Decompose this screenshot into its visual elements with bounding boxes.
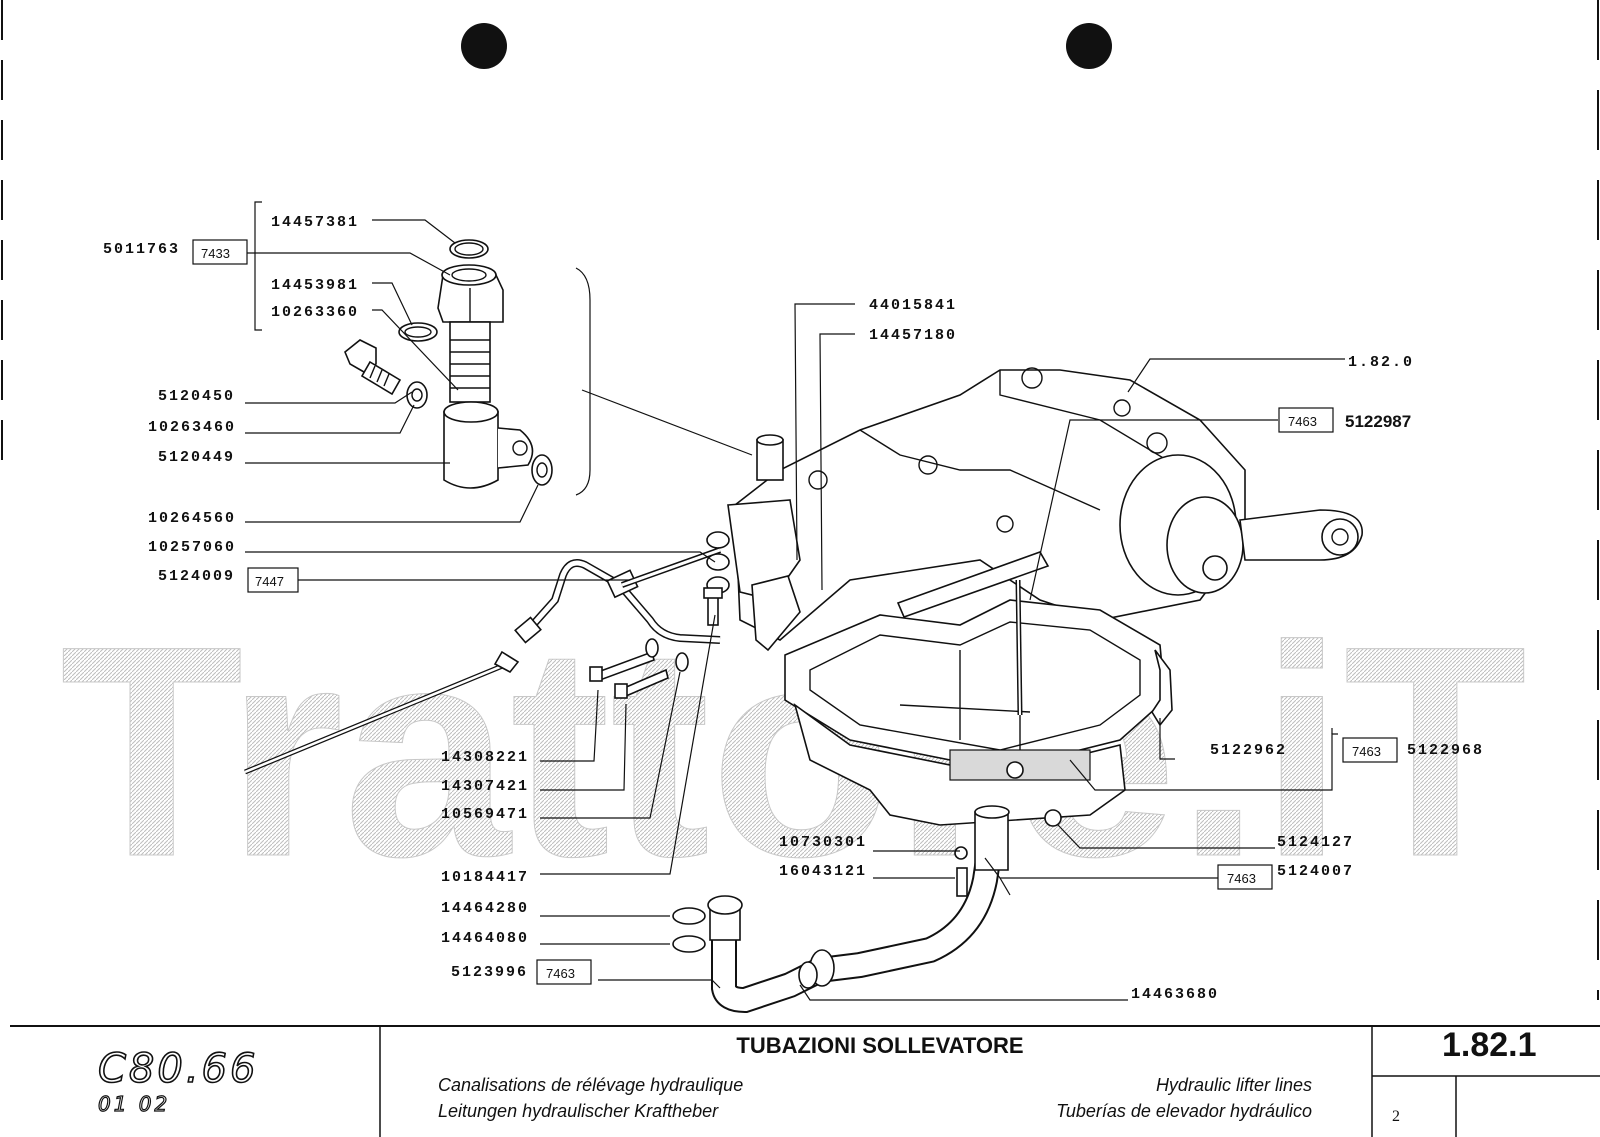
part-10184417: 10184417 <box>441 869 529 886</box>
part-5122968: 5122968 <box>1407 742 1484 759</box>
part-14464280: 14464280 <box>441 900 529 917</box>
ref-box-7463-c: 7463 <box>1227 871 1256 886</box>
part-16043121: 16043121 <box>779 863 867 880</box>
title-english: Hydraulic lifter lines <box>1155 1075 1312 1095</box>
part-44015841: 44015841 <box>869 297 957 314</box>
part-5124007: 5124007 <box>1277 863 1354 880</box>
part-10730301: 10730301 <box>779 834 867 851</box>
model-logo: C80.66 <box>97 1045 259 1093</box>
ref-box-7463-b: 7463 <box>1352 744 1381 759</box>
punch-hole-left <box>461 23 507 69</box>
part-5123996: 5123996 <box>451 964 528 981</box>
part-5124127: 5124127 <box>1277 834 1354 851</box>
part-10263360: 10263360 <box>271 304 359 321</box>
title-french: Canalisations de rélévage hydraulique <box>438 1075 744 1095</box>
ref-box-7463-d: 7463 <box>546 966 575 981</box>
part-5124009: 5124009 <box>158 568 235 585</box>
part-10264560: 10264560 <box>148 510 236 527</box>
page-title: TUBAZIONI SOLLEVATORE <box>736 1033 1024 1058</box>
ref-box-7463-a: 7463 <box>1288 414 1317 429</box>
part-14457381: 14457381 <box>271 214 359 231</box>
ref-box-7433: 7433 <box>201 246 230 261</box>
sheet-number: 2 <box>1392 1108 1400 1125</box>
title-spanish: Tuberías de elevador hydráulico <box>1056 1101 1312 1121</box>
part-10569471: 10569471 <box>441 806 529 823</box>
title-block-frame <box>10 1025 1600 1137</box>
lifter-housing <box>706 367 1363 652</box>
part-10257060: 10257060 <box>148 539 236 556</box>
part-5122987: 5122987 <box>1345 412 1411 431</box>
pipes <box>244 547 1062 1014</box>
watermark: Trattore.iT <box>60 583 1527 919</box>
leader-lines <box>245 219 1345 1001</box>
page-number: 1.82.1 <box>1442 1026 1537 1064</box>
valve-assembly-detail <box>254 201 753 496</box>
part-14457180: 14457180 <box>869 327 957 344</box>
punch-hole-right <box>1066 23 1112 69</box>
part-14453981: 14453981 <box>271 277 359 294</box>
oil-pan <box>784 551 1173 826</box>
part-5122962: 5122962 <box>1210 742 1287 759</box>
part-10263460: 10263460 <box>148 419 236 436</box>
part-14307421: 14307421 <box>441 778 529 795</box>
part-5120450: 5120450 <box>158 388 235 405</box>
part-14308221: 14308221 <box>441 749 529 766</box>
part-5120449: 5120449 <box>158 449 235 466</box>
part-5011763: 5011763 <box>103 241 180 258</box>
part-14464080: 14464080 <box>441 930 529 947</box>
ref-box-7447: 7447 <box>255 574 284 589</box>
title-german: Leitungen hydraulischer Kraftheber <box>438 1101 719 1121</box>
ref-boxes <box>192 239 1398 985</box>
model-code: 01 02 <box>97 1091 171 1116</box>
part-1-82-0: 1.82.0 <box>1348 354 1414 371</box>
part-14463680: 14463680 <box>1131 986 1219 1003</box>
